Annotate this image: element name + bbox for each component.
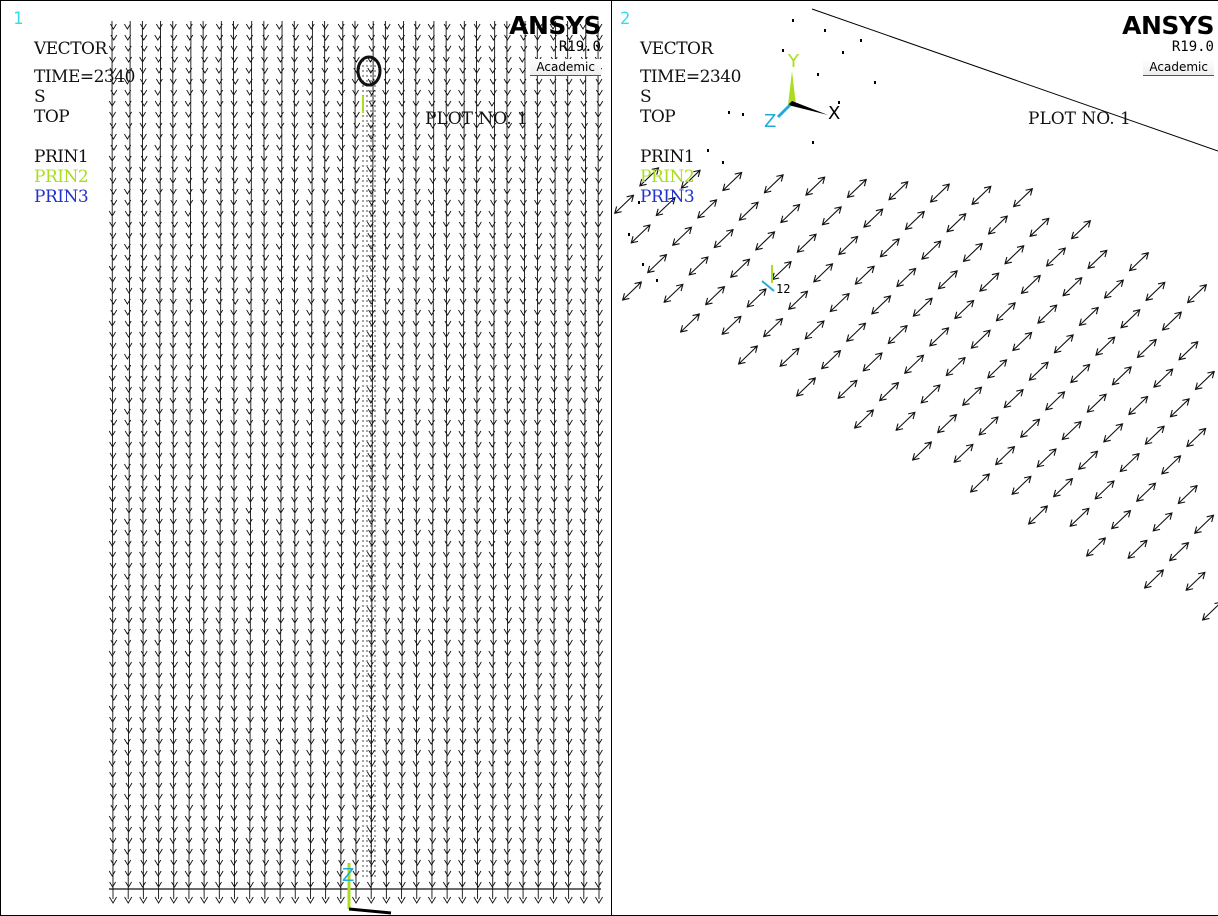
triad-y-label: Y xyxy=(787,51,800,72)
prin1-vectors xyxy=(613,167,1218,621)
triad-z-label: Z xyxy=(764,111,776,132)
legend-item: S xyxy=(640,87,652,107)
node-marker xyxy=(722,161,724,164)
legend-item: S xyxy=(34,87,46,107)
legend-plot-type: VECTOR xyxy=(34,39,107,59)
legend-prin1: PRIN1 xyxy=(640,147,695,167)
node-marker xyxy=(817,73,819,76)
model-edge xyxy=(811,8,1218,152)
graphics-window-1[interactable]: Z 1 VECTOR TIME=2340 S TOP PRIN1 PRIN2 P… xyxy=(0,0,611,916)
legend-location: TOP xyxy=(34,107,70,127)
ansys-logo-1: ANSYS R19.0 Academic xyxy=(509,13,601,76)
legend-time: TIME=2340 xyxy=(640,67,741,87)
brand-version: R19.0 xyxy=(1171,39,1214,55)
triad-x-axis xyxy=(788,101,828,115)
coordinate-triad-2: Y X Z xyxy=(764,51,840,132)
node-marker xyxy=(860,39,862,42)
window-number-2: 2 xyxy=(620,9,631,29)
node-label: 12 xyxy=(776,282,790,296)
vector-plot-2: Y X Z 12 xyxy=(613,8,1218,621)
legend-2: VECTOR TIME=2340 S TOP PRIN1 PRIN2 PRIN3 xyxy=(640,39,741,207)
triad-x-label: X xyxy=(828,103,840,124)
legend-prin3: PRIN3 xyxy=(34,187,89,207)
node-marker xyxy=(638,201,640,204)
legend-prin2: PRIN2 xyxy=(640,167,695,187)
plot-number-2: PLOT NO. 1 xyxy=(1028,109,1131,129)
node-marker xyxy=(838,101,840,104)
window-divider xyxy=(611,0,612,916)
node-marker xyxy=(842,51,844,54)
legend-1: VECTOR TIME=2340 S TOP PRIN1 PRIN2 PRIN3 xyxy=(34,39,135,207)
node-marker xyxy=(628,233,630,236)
node-marker xyxy=(874,81,876,84)
node-marker xyxy=(792,19,794,22)
triad-z-axis xyxy=(776,103,792,119)
coordinate-triad-1: Z xyxy=(342,863,392,915)
stress-vector-field xyxy=(108,20,604,904)
legend-prin1: PRIN1 xyxy=(34,147,89,167)
node-marker xyxy=(824,29,826,32)
node-marker xyxy=(656,279,658,282)
node-marker xyxy=(782,49,784,52)
plot-number-1: PLOT NO. 1 xyxy=(425,109,528,129)
prin1-vectors xyxy=(108,20,604,904)
vector-plot-1: Z xyxy=(108,20,604,915)
node-marker xyxy=(812,141,814,144)
prin3-mark xyxy=(761,280,775,292)
window-number-1: 1 xyxy=(13,9,24,29)
legend-location: TOP xyxy=(640,107,676,127)
legend-time: TIME=2340 xyxy=(34,67,135,87)
legend-prin2: PRIN2 xyxy=(34,167,89,187)
node-marker xyxy=(728,111,730,114)
triad-x-axis xyxy=(348,907,392,915)
node-marker xyxy=(707,149,709,152)
brand-tag: Academic xyxy=(1143,59,1214,76)
ansys-logo-2: ANSYS R19.0 Academic xyxy=(1122,13,1214,76)
brand-name: ANSYS xyxy=(1122,11,1214,40)
brand-tag: Academic xyxy=(530,59,601,76)
stress-concentration-hotspot xyxy=(356,55,382,87)
legend-prin3: PRIN3 xyxy=(640,187,695,207)
concentration-band xyxy=(362,60,376,877)
node-marker xyxy=(742,113,744,116)
node-marker xyxy=(642,263,644,266)
triad-z-label: Z xyxy=(342,865,354,886)
graphics-window-2[interactable]: Y X Z 12 2 VECTOR TIME=2340 S TOP PRIN1 PRI… xyxy=(612,0,1218,916)
legend-plot-type: VECTOR xyxy=(640,39,713,59)
brand-version: R19.0 xyxy=(558,39,601,55)
stress-vector-field xyxy=(613,167,1218,621)
triad-y-axis xyxy=(788,71,796,105)
brand-name: ANSYS xyxy=(509,11,601,40)
